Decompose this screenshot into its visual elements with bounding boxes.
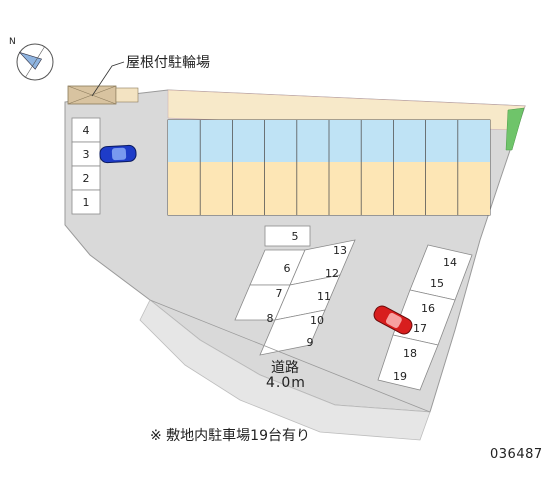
parking-space-17: 17 [413,322,427,335]
apartment-building [167,119,491,216]
property-code: 036487 [490,447,543,462]
parking-space-5-box [264,225,311,247]
parking-space-13: 13 [333,244,347,257]
bicycle-parking-label: 屋根付駐輪場 [126,55,210,71]
middle-parking [234,239,356,356]
parking-space-5: 5 [292,230,299,243]
red-car [373,305,413,335]
compass-label: N [9,37,16,47]
parking-space-15: 15 [430,277,444,290]
road-area [139,299,431,441]
parking-space-9: 9 [307,336,314,349]
parking-space-8: 8 [267,312,274,325]
bike-leader-line [91,61,125,97]
parking-space-6: 6 [284,262,291,275]
parking-space-11: 11 [317,290,331,303]
parking-space-18: 18 [403,347,417,360]
road-edge-line [149,299,431,413]
right-parking [377,244,473,391]
parking-space-10: 10 [310,314,324,327]
parking-space-19: 19 [393,370,407,383]
parking-footnote: ※ 敷地内駐車場19台有り [150,428,310,444]
parking-space-4: 4 [83,124,90,137]
parking-space-7: 7 [276,287,283,300]
parking-space-12: 12 [325,267,339,280]
parking-space-2: 2 [83,172,90,185]
parking-space-14: 14 [443,256,457,269]
road-name-label: 道路 [271,360,299,376]
parking-space-1: 1 [83,196,90,209]
parking-space-16: 16 [421,302,435,315]
bike-shed-annex [115,87,139,103]
north-arrow-icon: N [9,37,54,81]
greenery [505,107,525,151]
parking-space-3: 3 [83,148,90,161]
road-width-label: 4.0m [266,375,306,391]
left-parking-column [71,117,101,215]
blue-car [99,144,137,164]
